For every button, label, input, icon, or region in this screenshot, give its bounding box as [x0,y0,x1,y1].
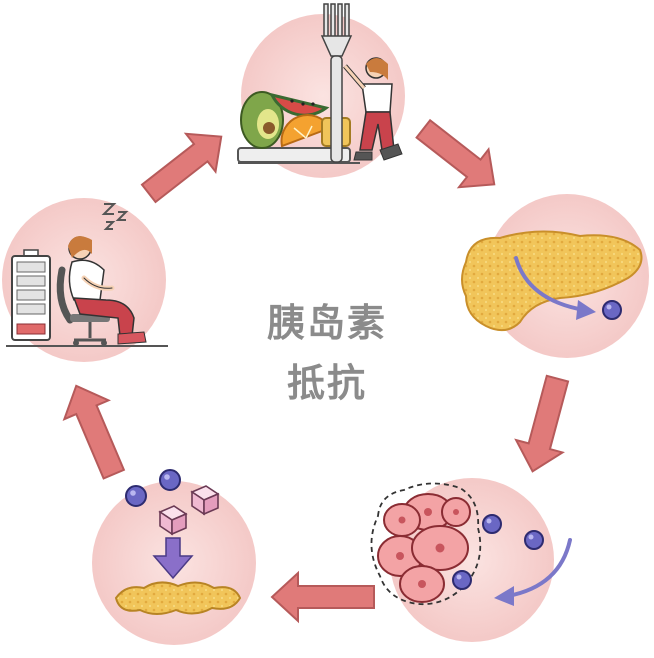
cycle-arrow-2 [514,374,570,473]
fork-icon [320,3,353,163]
cycle-arrow-5 [140,132,223,204]
sugar-to-fat-storage-icon [114,469,242,615]
insulin-molecule-icon [159,469,181,491]
cycle-arrow-4 [62,384,126,480]
tired-person-low-battery-icon [6,203,168,347]
insulin-molecule-icon [524,530,544,550]
center-title-line-2: 抵抗 [286,361,367,405]
insulin-molecule-icon [452,570,472,590]
down-arrow-icon [152,537,194,580]
person-holding-fork-icon [343,57,403,161]
meal-with-fork-icon [237,3,403,164]
tired-person-icon [68,236,147,345]
cells-resisting-insulin-icon [370,482,572,606]
insulin-molecule-icon [125,485,147,507]
sugar-cube-icon [190,485,220,516]
fat-deposit-icon [114,581,242,615]
pancreas-releasing-insulin-icon [461,230,643,332]
cycle-arrow-3 [270,570,375,624]
cycle-arrow-1 [415,118,496,189]
insulin-molecule-icon [482,514,502,534]
center-title-line-1: 胰岛素 [266,301,387,345]
sugar-cube-icon [158,505,188,536]
sleep-zzz-icon [101,203,129,230]
low-battery-icon [11,249,51,341]
